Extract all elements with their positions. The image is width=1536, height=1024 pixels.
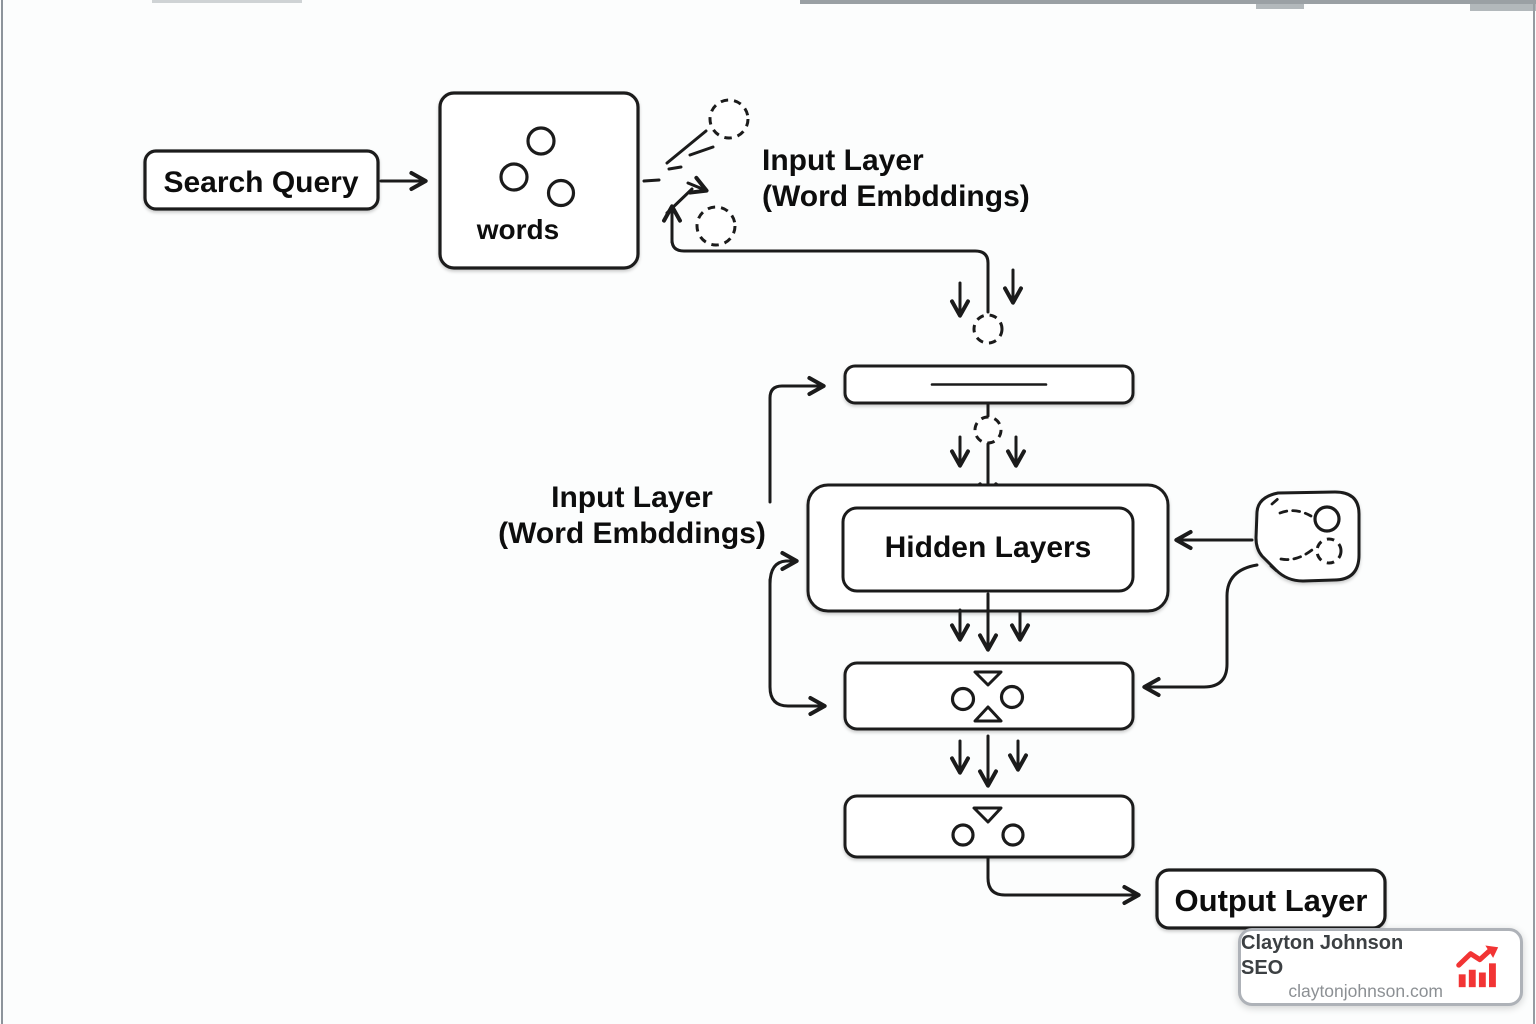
top-edge-artifact bbox=[1256, 0, 1304, 9]
screenshot-right-border bbox=[1533, 0, 1535, 1024]
hidden-layers-box: Hidden Layers bbox=[806, 483, 1170, 613]
attention-module-icon bbox=[1254, 490, 1361, 583]
node-icon bbox=[999, 684, 1025, 710]
node-icon bbox=[1313, 505, 1341, 533]
svg-text:(Word Embddings): (Word Embddings) bbox=[498, 517, 766, 550]
final-aggregation-box bbox=[843, 794, 1135, 859]
dashed-node-icon bbox=[972, 313, 1004, 345]
node-icon bbox=[1001, 823, 1025, 847]
watermark-title: Clayton Johnson SEO bbox=[1241, 932, 1404, 980]
words-label: words bbox=[476, 214, 559, 245]
dashed-node-icon bbox=[973, 415, 1003, 445]
input-layer-label-left: Input Layer (Word Embddings) bbox=[498, 481, 766, 550]
watermark-card: Clayton Johnson SEO claytonjohnson.com bbox=[1238, 928, 1523, 1006]
embedding-strip-box bbox=[843, 364, 1135, 405]
word-token-icons bbox=[499, 126, 576, 208]
top-edge-artifact bbox=[152, 0, 302, 3]
dashed-embedding-node-icon bbox=[708, 98, 750, 140]
pooling-box bbox=[843, 661, 1135, 731]
output-layer-box: Output Layer bbox=[1155, 868, 1387, 930]
input-layer-label-top: Input Layer (Word Embddings) bbox=[762, 144, 1030, 213]
watermark-text: Clayton Johnson SEO claytonjohnson.com bbox=[1241, 931, 1443, 1003]
path-to-output-layer bbox=[986, 855, 1141, 905]
svg-text:(Word Embddings): (Word Embddings) bbox=[762, 180, 1030, 213]
triangle-up-icon bbox=[973, 705, 1003, 723]
dashed-fork-stroke bbox=[1279, 548, 1314, 561]
embedding-spray-icon bbox=[642, 129, 715, 215]
dashed-embedding-node-icon bbox=[695, 205, 737, 247]
search-query-box: Search Query bbox=[143, 149, 380, 211]
top-edge-artifact bbox=[800, 0, 1536, 4]
embedding-flow-curve bbox=[670, 238, 990, 314]
dashed-node-icon bbox=[1315, 537, 1343, 565]
left-feed-upper-path bbox=[768, 376, 826, 504]
words-box: words bbox=[438, 91, 640, 270]
triangle-down-icon bbox=[972, 806, 1003, 824]
svg-text:Input Layer: Input Layer bbox=[762, 144, 924, 177]
node-icon bbox=[950, 686, 976, 712]
attention-to-pooling-path bbox=[1142, 563, 1259, 697]
svg-text:Input Layer: Input Layer bbox=[551, 481, 713, 514]
dashed-fork-stroke bbox=[1278, 509, 1313, 518]
left-feed-lower-path bbox=[768, 578, 827, 716]
output-layer-label: Output Layer bbox=[1175, 883, 1368, 918]
watermark-url: claytonjohnson.com bbox=[1288, 981, 1443, 1002]
screenshot-left-border bbox=[1, 0, 3, 1024]
left-feed-branch-arrow bbox=[768, 551, 799, 586]
top-edge-artifact bbox=[1470, 0, 1536, 11]
triangle-down-icon bbox=[973, 670, 1003, 687]
hidden-layers-label: Hidden Layers bbox=[885, 531, 1092, 564]
growth-chart-icon bbox=[1456, 945, 1499, 988]
node-icon bbox=[951, 823, 975, 847]
search-query-label: Search Query bbox=[163, 166, 358, 199]
